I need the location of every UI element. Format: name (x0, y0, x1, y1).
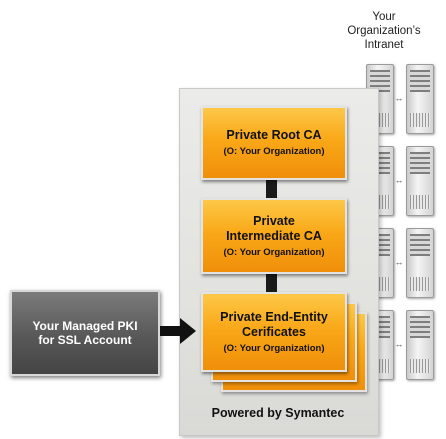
server-icon (406, 64, 434, 134)
server-link-icon: ↔ (394, 93, 404, 103)
intermediate-ca-box: Private Intermediate CA (O: Your Organiz… (201, 198, 347, 274)
server-link-icon: ↔ (394, 257, 404, 267)
server-icon (406, 310, 434, 380)
intranet-label-line-2: Organization’s (347, 25, 421, 37)
intermediate-ca-title-line-2: Intermediate CA (226, 228, 322, 243)
end-entity-subtitle: (O: Your Organization) (223, 342, 325, 354)
intranet-label: Your Organization’s Intranet (336, 10, 432, 52)
root-ca-title: Private Root CA (226, 128, 322, 142)
intranet-label-line-3: Intranet (364, 39, 404, 51)
end-entity-box: Private End-Entity Cerificates (O: Your … (201, 292, 347, 372)
account-label-line-1: Your Managed PKI (32, 319, 138, 333)
intermediate-endentity-connector (266, 272, 277, 294)
root-intermediate-connector (266, 178, 277, 200)
root-ca-subtitle: (O: Your Organization) (223, 146, 325, 157)
root-ca-box: Private Root CA (O: Your Organization) (201, 106, 347, 180)
intermediate-ca-subtitle: (O: Your Organization) (223, 246, 325, 258)
intermediate-ca-title-line-1: Private (253, 213, 295, 228)
server-link-icon: ↔ (394, 175, 404, 185)
server-icon (406, 228, 434, 298)
server-link-icon: ↔ (394, 339, 404, 349)
end-entity-title-line-1: Private End-Entity (220, 309, 328, 324)
server-icon (406, 146, 434, 216)
arrow-right-icon (160, 318, 196, 344)
managed-pki-account-box: Your Managed PKI for SSL Account (10, 290, 160, 376)
intranet-label-line-1: Your (372, 11, 396, 23)
powered-by-label: Powered by Symantec (211, 406, 345, 420)
end-entity-title-line-2: Cerificates (242, 324, 306, 339)
account-label-line-2: for SSL Account (38, 333, 132, 347)
